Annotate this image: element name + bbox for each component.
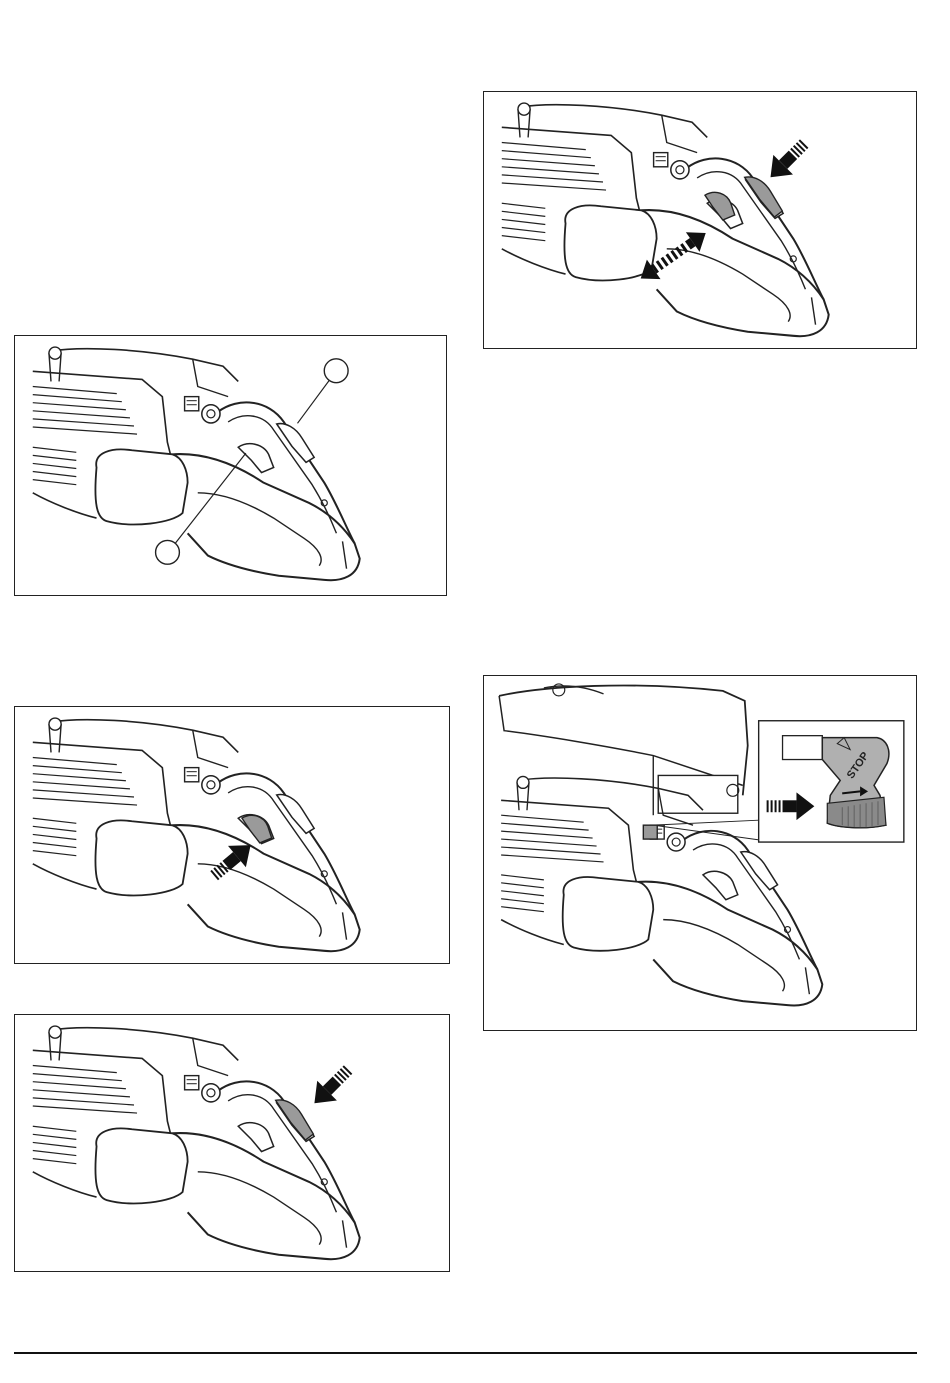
figure-press-lockout [14,1014,450,1272]
arrow-icon [205,834,259,886]
callout-circle-lockout [324,359,348,383]
highlighted-stop-switch [643,825,657,839]
stop-switch-illustration: STOP [484,676,916,1030]
handle-illustration [15,1015,449,1271]
highlighted-throttle-trigger [242,815,272,843]
arrow-icon [305,1060,358,1113]
figure-handle-overview [14,335,447,596]
stop-switch-inset: STOP [759,721,904,842]
figure-stop-switch: STOP [483,675,917,1031]
handle-illustration [15,707,449,963]
figure-press-trigger [14,706,450,964]
figure-lockout-and-trigger [483,91,917,349]
footer-rule [14,1352,917,1354]
arrow-icon [761,134,814,187]
callout-leader-lockout [297,378,331,424]
handle-illustration [15,336,446,595]
callout-circle-trigger [156,540,180,564]
handle-illustration [484,92,916,348]
